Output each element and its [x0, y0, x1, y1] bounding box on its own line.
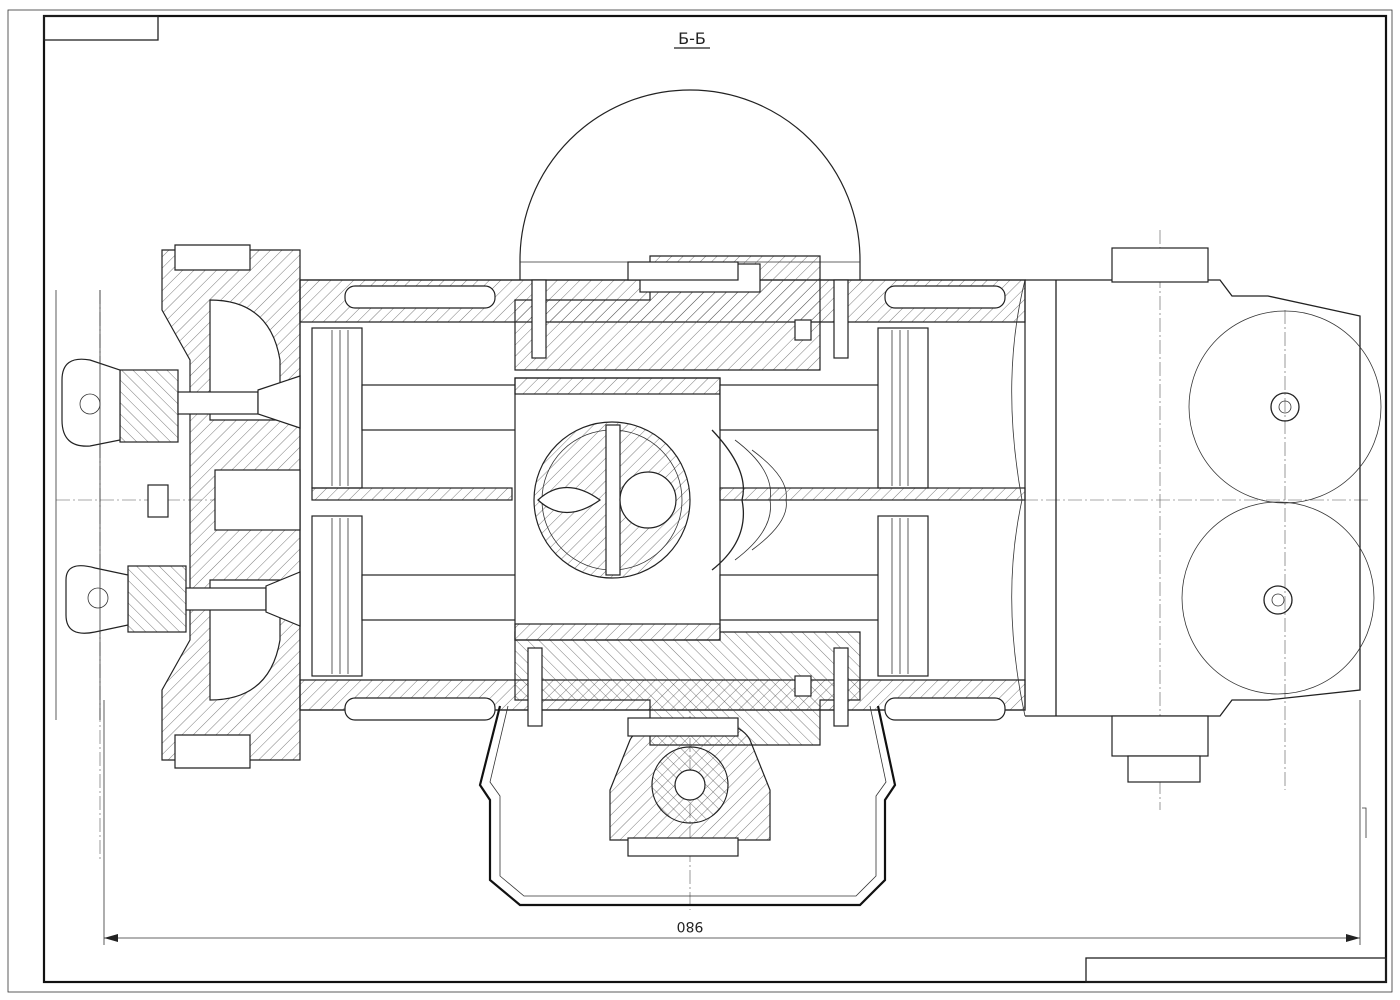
left-cylinder-head [161, 244, 301, 769]
outer-border [7, 9, 1393, 993]
central-crank [514, 377, 787, 641]
edge-mark [1362, 807, 1367, 838]
bottom-bearing-block [514, 631, 861, 746]
top-dome-cover [519, 89, 861, 285]
right-discs [1181, 310, 1382, 695]
right-housing-extension [1011, 247, 1361, 783]
title-block-edge [1085, 957, 1387, 983]
left-rocker-lobes [55, 290, 129, 720]
left-pistons [311, 327, 518, 677]
right-pistons [719, 327, 1026, 677]
section-label: Б-Б [678, 29, 706, 48]
bolts [527, 261, 849, 857]
oil-sump [478, 705, 897, 907]
dimension-value: 980 [677, 918, 704, 934]
left-valves [119, 369, 301, 633]
camshaft-housing [609, 717, 771, 841]
dimension-980 [103, 700, 1361, 945]
drawing-frame [42, 14, 1388, 984]
corner-stamp-box [43, 15, 159, 41]
